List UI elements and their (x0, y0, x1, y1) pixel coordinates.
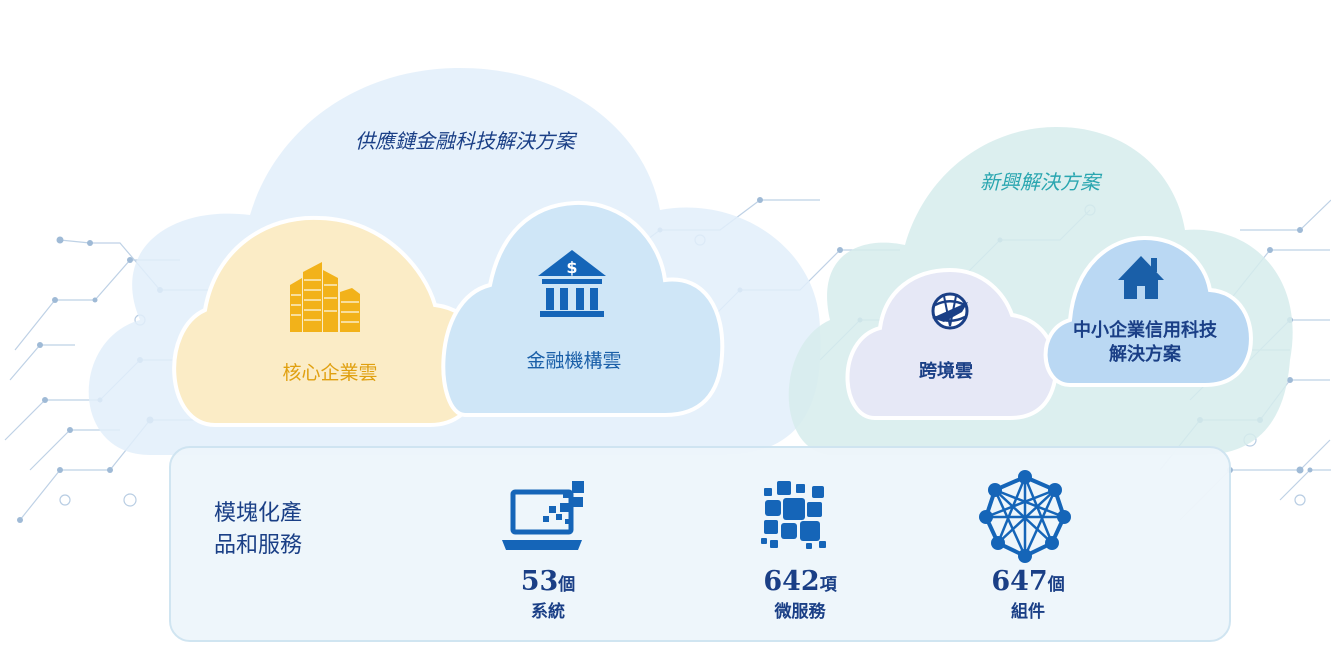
stat-microservices-unit: 項 (819, 575, 837, 595)
stat-systems: 53個 系統 (488, 566, 608, 622)
laptop-pixels-icon (502, 481, 584, 550)
stat-systems-unit: 個 (558, 575, 576, 595)
core-enterprise-cloud-label: 核心企業雲 (282, 362, 378, 384)
stat-components: 647個 組件 (968, 566, 1088, 622)
supply-chain-title: 供應鏈金融科技解決方案 (355, 129, 575, 153)
bank-icon: $ (538, 250, 606, 317)
stat-components-label: 組件 (1011, 602, 1045, 622)
sme-label-line1: 中小企業信用科技 (1073, 320, 1217, 341)
sme-label-line2: 解決方案 (1109, 344, 1181, 365)
stat-microservices: 642項 微服務 (740, 566, 860, 622)
sme-cloud (1043, 235, 1253, 387)
microservice-blocks-icon (761, 481, 826, 549)
sme-cloud-label: 中小企業信用科技 解決方案 (1050, 319, 1240, 367)
stat-components-unit: 個 (1047, 575, 1065, 595)
emerging-solutions-title: 新興解決方案 (980, 170, 1100, 194)
stat-systems-label: 系統 (531, 602, 565, 622)
cross-border-cloud (845, 267, 1058, 420)
stat-microservices-label: 微服務 (774, 602, 826, 622)
buildings-icon (290, 262, 360, 332)
modular-panel (169, 446, 1231, 642)
modular-title-line1: 模塊化產 (214, 501, 303, 526)
stat-microservices-number: 642 (763, 566, 820, 597)
financial-institution-cloud-label: 金融機構雲 (526, 350, 622, 372)
svg-text:$: $ (566, 258, 577, 277)
globe-plane-icon (931, 292, 969, 330)
house-icon (1118, 256, 1164, 299)
modular-products-title: 模塊化產 品和服務 (214, 498, 302, 562)
stat-components-number: 647 (991, 566, 1048, 597)
component-network-icon (979, 470, 1071, 563)
stat-systems-number: 53 (520, 566, 559, 597)
cross-border-cloud-label: 跨境雲 (919, 361, 973, 382)
modular-title-line2: 品和服務 (214, 533, 303, 558)
